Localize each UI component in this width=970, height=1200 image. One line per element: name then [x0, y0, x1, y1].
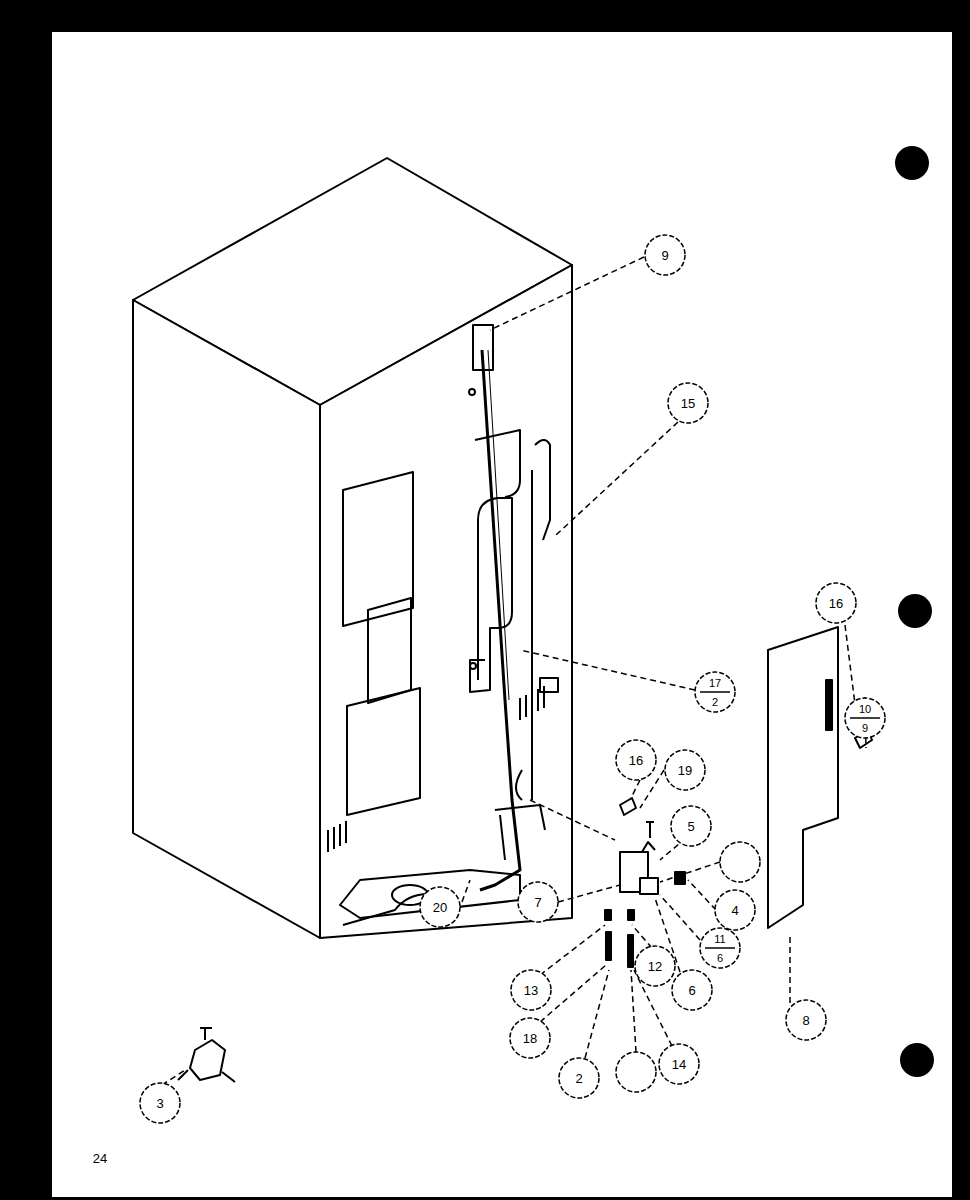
callout-number: 17 — [709, 678, 721, 689]
callout-number: 3 — [156, 1097, 163, 1110]
callout-number: 19 — [678, 764, 692, 777]
page-number: 24 — [93, 1152, 107, 1165]
callout-number: 13 — [524, 984, 538, 997]
callout-number: 4 — [731, 904, 738, 917]
callout-number: 15 — [681, 397, 695, 410]
callout-number: 20 — [433, 901, 447, 914]
callout-number: 9 — [661, 249, 668, 262]
callout-number: 9 — [862, 723, 868, 734]
callout-number: 7 — [534, 896, 541, 909]
callout-number: 16 — [629, 754, 643, 767]
callout-number: 18 — [523, 1032, 537, 1045]
callout-number: 5 — [687, 820, 694, 833]
callout-number: 11 — [714, 934, 725, 945]
callout-number: 14 — [672, 1058, 686, 1071]
callout-number: 16 — [829, 597, 843, 610]
callout-number: 6 — [717, 953, 723, 964]
callout-number: 8 — [802, 1014, 809, 1027]
callout-number: 12 — [648, 960, 662, 973]
callout-number: 10 — [859, 704, 871, 715]
callout-number: 2 — [575, 1072, 582, 1085]
callout-number: 6 — [688, 984, 695, 997]
callout-number: 2 — [712, 697, 718, 708]
